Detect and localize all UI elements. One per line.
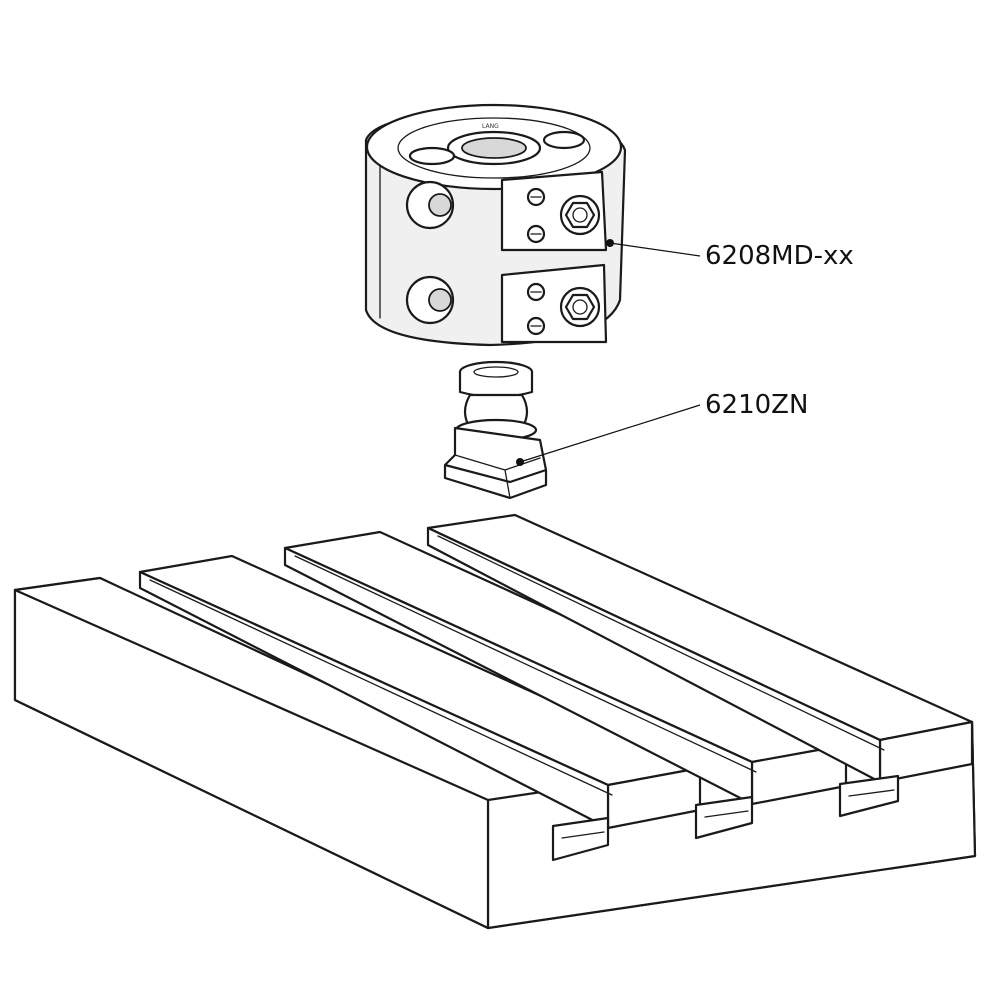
t-slot-table xyxy=(13,513,977,930)
callout-clamp-label: 6208MD-xx xyxy=(705,241,854,271)
clamp-6208md: LANG xyxy=(364,103,627,347)
callout-stud-label: 6210ZN xyxy=(705,390,808,420)
table-rail-3 xyxy=(426,513,974,784)
t-slot-openings xyxy=(551,774,900,862)
clamp-bolt-upper xyxy=(559,194,601,236)
callout-clamp-leader xyxy=(609,242,701,257)
svg-text:LANG: LANG xyxy=(482,123,499,130)
callout-stud-leader xyxy=(519,404,701,463)
clamp-side-hole-upper xyxy=(405,180,455,230)
callout-stud: 6210ZN xyxy=(516,390,808,466)
stud-6210zn xyxy=(443,360,548,500)
callout-clamp-dot xyxy=(606,239,614,247)
table-rail-2 xyxy=(283,530,848,806)
clamp-bolt-lower xyxy=(559,286,601,328)
callout-stud-dot xyxy=(516,458,524,466)
clamp-side-hole-lower xyxy=(405,275,455,325)
callout-clamp: 6208MD-xx xyxy=(606,239,854,271)
